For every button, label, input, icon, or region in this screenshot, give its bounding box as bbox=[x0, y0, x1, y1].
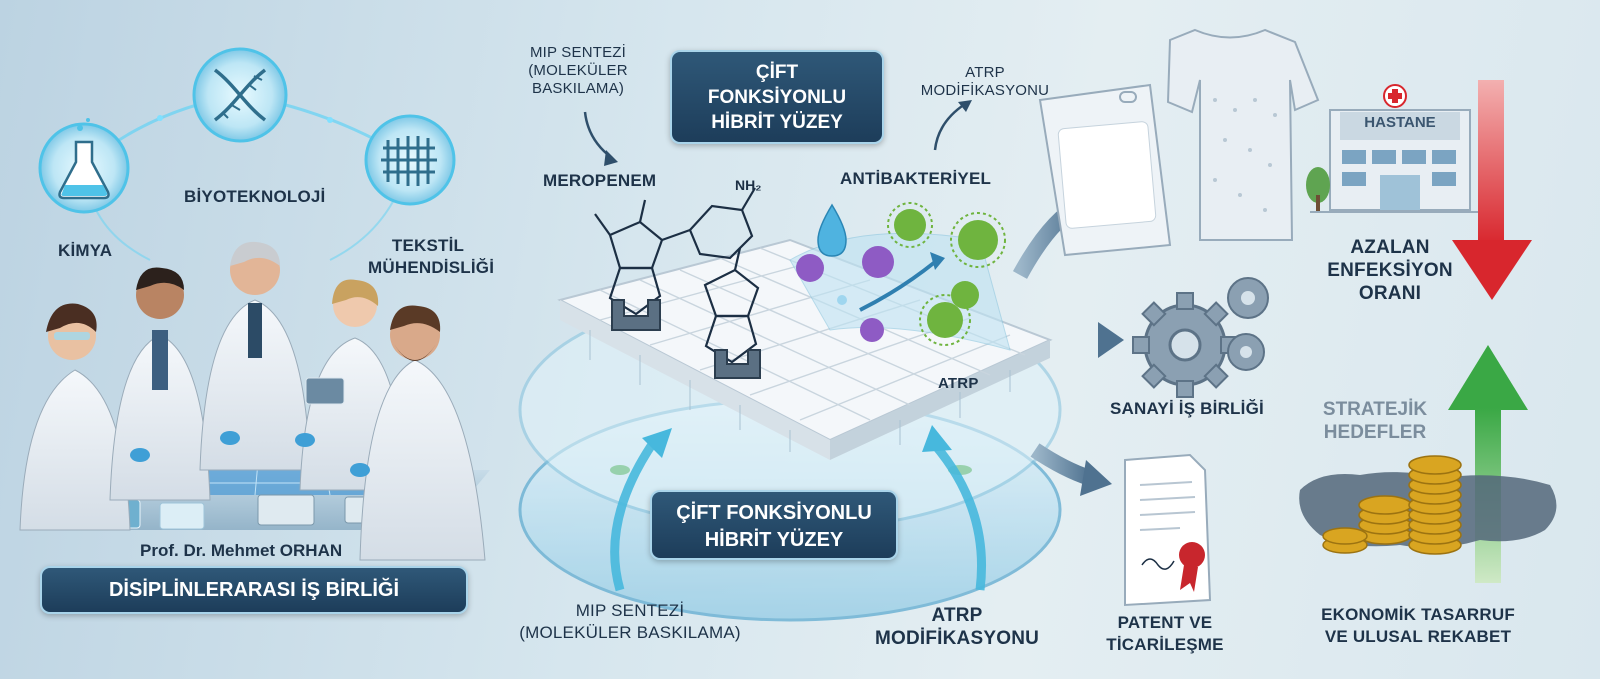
label-meropenem: MEROPENEM bbox=[543, 171, 657, 190]
label-economic-savings: EKONOMİK TASARRUF VE ULUSAL REKABET bbox=[1300, 604, 1536, 648]
hospital-building bbox=[1306, 84, 1480, 213]
label-antibacterial: ANTİBAKTERİYEL bbox=[840, 169, 992, 188]
hybrid-bottom-line2: HİBRİT YÜZEY bbox=[704, 529, 844, 551]
mip-bottom-line1: MIP SENTEZİ bbox=[575, 601, 685, 620]
mip-top-line3: BASKILAMA) bbox=[531, 80, 625, 97]
mip-top-line2: (MOLEKÜLER bbox=[528, 62, 628, 79]
label-patent-commercialization: PATENT VE TİCARİLEŞME bbox=[1100, 612, 1230, 656]
hospital-gown bbox=[1166, 28, 1320, 241]
atrp-bottom-line2: MODİFİKASYONU bbox=[874, 628, 1040, 649]
hybrid-top-line2: FONKSİYONLU bbox=[707, 87, 847, 108]
mip-bottom-line2: (MOLEKÜLER BASKILAMA) bbox=[519, 623, 741, 642]
scientist-team bbox=[19, 241, 486, 561]
atrp-top-line2: MODİFİKASYONU bbox=[920, 82, 1050, 99]
fabric-weave-icon bbox=[364, 114, 456, 206]
label-chemistry: KİMYA bbox=[58, 241, 113, 260]
economic-line2: VE ULUSAL REKABET bbox=[1324, 627, 1512, 646]
hybrid-bottom-line1: ÇİFT FONKSİYONLU bbox=[676, 502, 872, 524]
patent-line1: PATENT VE bbox=[1117, 613, 1213, 632]
economic-line1: EKONOMİK TASARRUF bbox=[1321, 605, 1515, 624]
label-mip-synthesis-top: MIP SENTEZİ (MOLEKÜLER BASKILAMA) bbox=[520, 44, 636, 98]
nh2-label: NH₂ bbox=[735, 177, 761, 193]
atrp-bottom-line1: ATRP bbox=[931, 605, 983, 626]
decrease-arrow bbox=[1452, 80, 1532, 300]
label-strategic-goals: STRATEJİK HEDEFLER bbox=[1305, 398, 1445, 444]
arrow-head-mip bbox=[604, 150, 618, 166]
gold-coins-icon bbox=[1322, 455, 1462, 555]
gears-icon bbox=[1132, 277, 1269, 398]
dna-icon bbox=[192, 47, 288, 143]
bacteria-cluster bbox=[796, 202, 1006, 346]
infection-line3: ORANI bbox=[1358, 283, 1422, 304]
interdisciplinary-banner: DİSİPLİNLERARASI İŞ BİRLİĞİ bbox=[40, 566, 468, 614]
hybrid-top-line1: ÇİFT bbox=[755, 62, 799, 83]
patent-line2: TİCARİLEŞME bbox=[1106, 635, 1224, 654]
label-atrp-inner: ATRP bbox=[938, 375, 979, 392]
hospital-sign: HASTANE bbox=[1364, 114, 1436, 131]
atrp-top-line1: ATRP bbox=[965, 64, 1005, 81]
atrp-arrow-head bbox=[930, 252, 945, 270]
atrp-arrow bbox=[859, 260, 937, 312]
interdisciplinary-banner-text: DİSİPLİNLERARASI İŞ BİRLİĞİ bbox=[108, 579, 400, 601]
wound-dressing-package bbox=[1038, 83, 1172, 257]
label-textile-line1: TEKSTİL bbox=[391, 236, 465, 255]
infection-line1: AZALAN bbox=[1350, 237, 1430, 258]
water-drop-icon bbox=[817, 203, 847, 257]
flask-icon bbox=[38, 118, 130, 214]
label-industry-cooperation: SANAYİ İŞ BİRLİĞİ bbox=[1110, 399, 1264, 418]
connector-arrows-bottom bbox=[610, 425, 987, 592]
strategic-line2: HEDEFLER bbox=[1323, 422, 1427, 443]
hybrid-surface-badge-top: ÇİFT FONKSİYONLU HİBRİT YÜZEY bbox=[670, 50, 884, 144]
label-textile-engineering: TEKSTİL MÜHENDİSLİĞİ bbox=[368, 235, 494, 279]
label-mip-synthesis-bottom: MIP SENTEZİ (MOLEKÜLER BASKILAMA) bbox=[510, 600, 750, 644]
infection-line2: ENFEKSİYON bbox=[1327, 260, 1453, 281]
professor-name: Prof. Dr. Mehmet ORHAN bbox=[140, 541, 343, 560]
hybrid-surface-badge-bottom: ÇİFT FONKSİYONLU HİBRİT YÜZEY bbox=[650, 490, 898, 560]
label-decreasing-infection-rate: AZALAN ENFEKSİYON ORANI bbox=[1320, 236, 1460, 305]
strategic-line1: STRATEJİK bbox=[1322, 399, 1428, 420]
label-biotechnology: BİYOTEKNOLOJİ bbox=[184, 187, 326, 206]
label-atrp-top: ATRP MODİFİKASYONU bbox=[920, 64, 1050, 100]
label-textile-line2: MÜHENDİSLİĞİ bbox=[368, 258, 495, 277]
arrow-head-atrp bbox=[958, 100, 972, 112]
mip-top-line1: MIP SENTEZİ bbox=[529, 44, 627, 61]
mip-cavity-icon bbox=[611, 299, 761, 379]
hybrid-top-line3: HİBRİT YÜZEY bbox=[711, 112, 843, 133]
patent-certificate-icon bbox=[1124, 453, 1212, 607]
label-atrp-bottom: ATRP MODİFİKASYONU bbox=[872, 604, 1042, 650]
